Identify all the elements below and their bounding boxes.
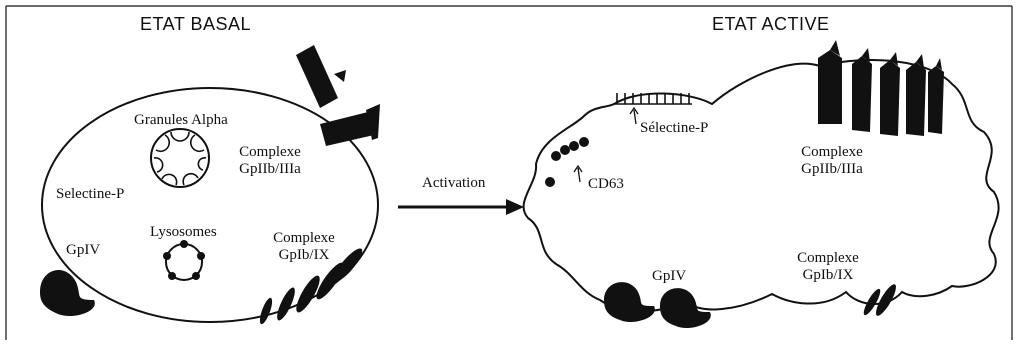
activation-label: Activation [422,175,486,191]
gpiv-receptors-active [604,282,711,329]
basal-platelet-membrane [41,87,379,323]
active-cd63-label: CD63 [588,176,624,192]
cd63-pointer-arrow [573,164,583,183]
active-complexe-ib-ix-label: Complexe GpIb/IX [797,250,859,284]
activated-platelet-membrane [522,59,1000,313]
gpiv-receptor-basal [40,269,95,317]
basal-selectine-p-label: Selectine-P [56,186,125,202]
basal-complexe-ib-ix-label: Complexe GpIb/IX [273,230,335,264]
gpiib-iiia-receptors-active [818,40,944,136]
basal-gpiv-label: GpIV [66,242,101,258]
basal-complexe-ib-ix-line2: GpIb/IX [278,247,330,263]
active-selectine-p-label: Sélectine-P [640,120,709,136]
gpiib-iiia-receptor-basal [296,45,380,146]
basal-complexe-iib-iiia-label: Complexe GpIIb/IIIa [239,144,301,178]
basal-granules-alpha-label: Granules Alpha [134,112,228,128]
cd63-granules [545,137,589,187]
basal-state-title: ETAT BASAL [140,14,252,34]
activation-arrow [398,199,524,215]
active-complexe-iib-iiia-line2: GpIIb/IIIa [801,161,863,177]
gpib-ix-receptor-basal [259,248,363,325]
active-complexe-iib-iiia-label: Complexe GpIIb/IIIa [801,144,863,178]
basal-complexe-iib-iiia-line1: Complexe [239,144,301,160]
active-complexe-ib-ix-line1: Complexe [797,250,859,266]
selectine-p-spikes [614,93,692,105]
selectine-p-pointer-arrow [629,106,639,125]
gpib-ix-receptors-active [863,284,896,316]
active-state-title: ETAT ACTIVE [712,14,830,34]
active-complexe-ib-ix-line2: GpIb/IX [802,267,854,283]
active-complexe-iib-iiia-line1: Complexe [801,144,863,160]
alpha-granule [150,128,210,188]
basal-complexe-iib-iiia-line2: GpIIb/IIIa [239,161,301,177]
basal-lysosomes-label: Lysosomes [150,224,217,240]
active-gpiv-label: GpIV [652,268,687,284]
basal-complexe-ib-ix-line1: Complexe [273,230,335,246]
lysosome [163,240,205,281]
